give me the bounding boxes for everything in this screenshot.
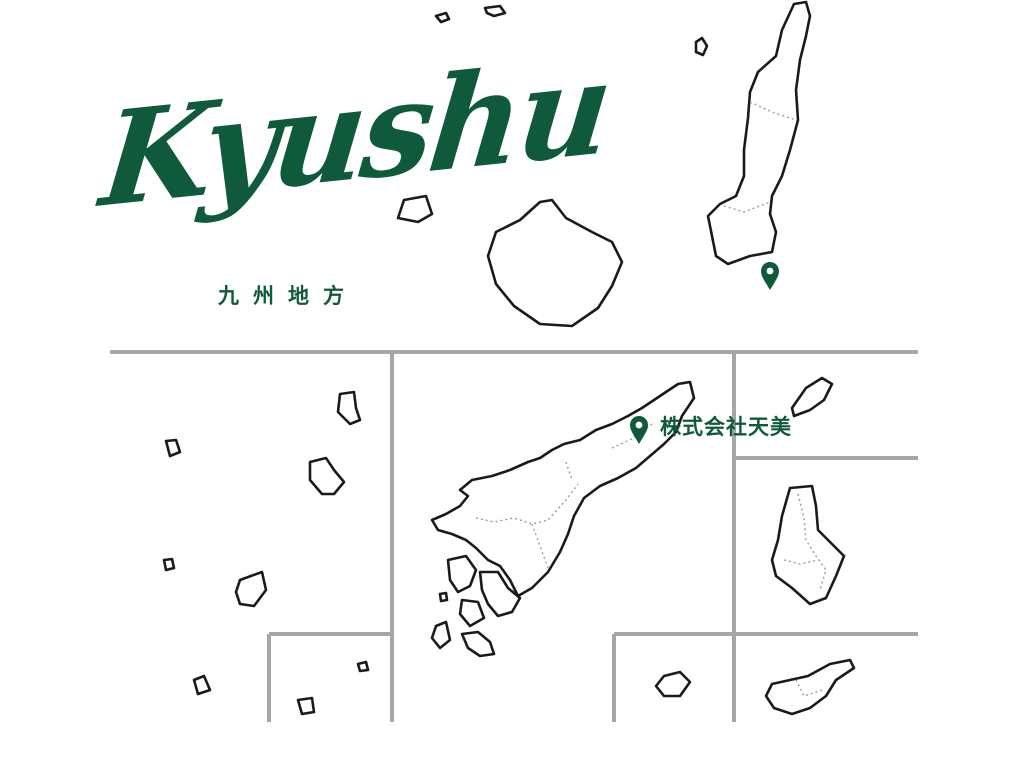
island-left-4 <box>162 557 176 572</box>
island-bottom-1 <box>654 670 692 698</box>
company-label: 株式会社天美 <box>660 415 792 439</box>
island-top-3 <box>694 36 709 57</box>
island-northeast <box>706 0 812 266</box>
pref-border-main-3 <box>611 423 653 449</box>
island-left-7 <box>356 660 370 673</box>
island-mainland-5 <box>460 630 496 658</box>
island-top-2 <box>483 4 507 18</box>
island-near-title <box>396 194 434 224</box>
island-left-5 <box>234 570 268 608</box>
mainland-lobe-3 <box>458 598 486 628</box>
pref-border-main-4 <box>565 461 573 481</box>
island-left-3 <box>308 456 346 496</box>
inset-frames <box>110 350 918 722</box>
island-right-1 <box>790 376 834 418</box>
island-top-1 <box>434 11 451 24</box>
island-left-8 <box>296 696 316 716</box>
mainland <box>430 380 696 598</box>
pref-border-main-1 <box>475 483 579 525</box>
island-central <box>486 198 624 328</box>
island-left-1 <box>336 390 362 426</box>
pref-border-ne-1 <box>749 101 797 121</box>
island-right-2 <box>770 484 846 606</box>
island-left-2 <box>164 438 182 458</box>
island-mainland-6 <box>438 591 449 603</box>
map-pin-icon[interactable] <box>761 262 779 290</box>
map-pin-icon[interactable] <box>630 416 648 444</box>
pref-border-right-2 <box>797 493 827 591</box>
island-left-6 <box>192 674 212 696</box>
pref-border-right-3 <box>783 559 819 565</box>
island-mainland-4 <box>430 620 452 650</box>
mainland-lobe-2 <box>478 570 522 618</box>
pref-border-ne-2 <box>723 201 771 213</box>
pref-border-bottom-2 <box>795 679 823 697</box>
map-subtitle: 九州地方 <box>218 284 358 308</box>
island-bottom-2 <box>764 658 856 716</box>
mainland-lobe-1 <box>446 554 478 594</box>
